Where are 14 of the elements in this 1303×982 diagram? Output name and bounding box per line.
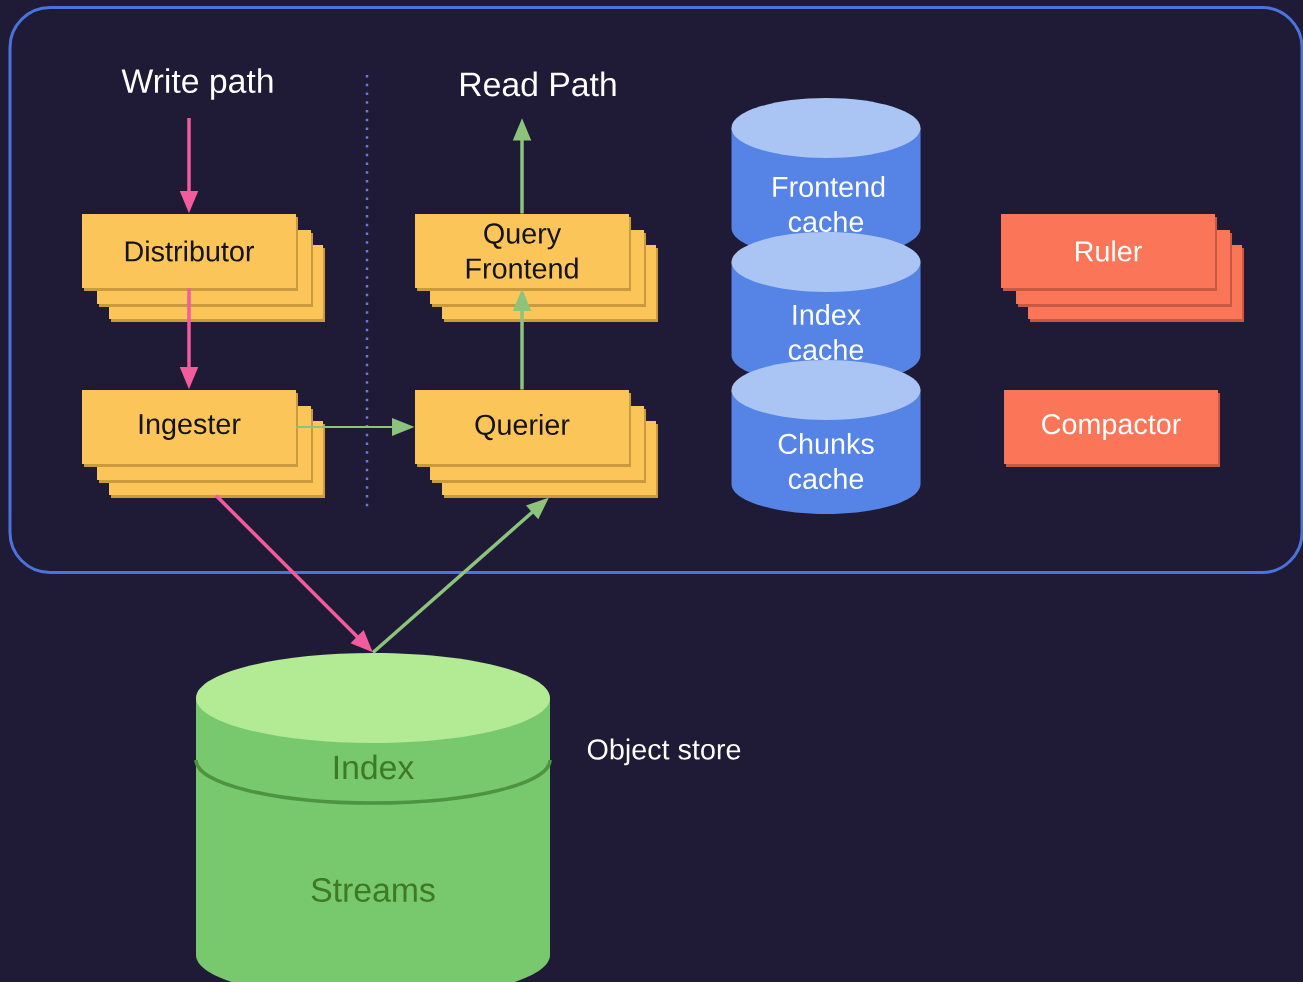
component-box: Querier bbox=[415, 390, 658, 498]
path-heading: Read Path bbox=[461, 71, 616, 97]
component-box: Compactor bbox=[1004, 390, 1221, 467]
component-box: Ingester bbox=[82, 390, 325, 498]
storage-cylinder: Index Streams bbox=[194, 653, 552, 982]
component-box: Distributor bbox=[82, 214, 325, 322]
cache-cylinder: Chunks cache bbox=[731, 360, 921, 514]
component-box: Ruler bbox=[1001, 214, 1244, 322]
path-heading: Write path bbox=[121, 68, 273, 100]
node-label: Index cache bbox=[788, 303, 864, 361]
store-label: Object store bbox=[587, 738, 741, 766]
panel-frame bbox=[8, 6, 1303, 574]
node-label: Chunks cache bbox=[778, 432, 874, 490]
component-box: Query Frontend bbox=[415, 214, 658, 322]
